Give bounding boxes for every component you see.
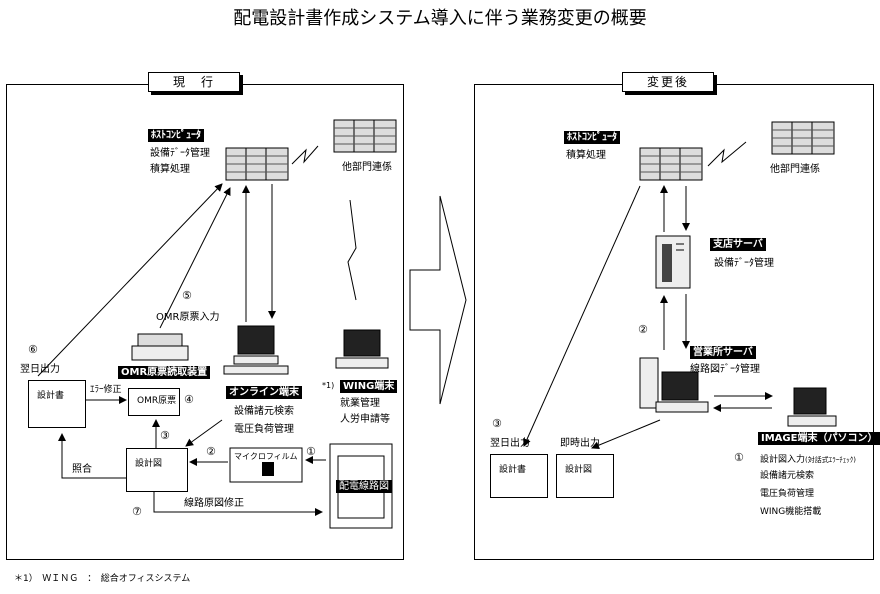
- before-other-dept-label: 他部門連係: [342, 162, 392, 173]
- omr-sheet-box: OMR原票: [128, 388, 180, 416]
- after-host-line1: 積算処理: [566, 150, 606, 161]
- after-num-1: ①: [734, 451, 744, 464]
- before-design-drawing-label: 設計図: [135, 459, 163, 469]
- branch-server-icon: [655, 235, 691, 289]
- branch-server-func: 設備ﾃﾞｰﾀ管理: [714, 258, 774, 269]
- before-host-badge: ﾎｽﾄｺﾝﾋﾟｭｰﾀ: [148, 129, 204, 142]
- after-other-dept-label: 他部門連係: [770, 164, 820, 175]
- omr-device-label: OMR原票読取装置: [118, 366, 211, 379]
- after-tab: 変更後: [622, 72, 714, 92]
- omr-sheet-label: OMR原票: [137, 396, 177, 406]
- after-host-badge: ﾎｽﾄｺﾝﾋﾟｭｰﾀ: [564, 131, 620, 144]
- after-other-dept-icon: [771, 121, 835, 155]
- office-server-func: 線路図ﾃﾞｰﾀ管理: [690, 364, 760, 375]
- online-terminal-icon: [223, 325, 289, 375]
- error-fix-label: ｴﾗｰ修正: [90, 385, 122, 395]
- route-fix-label: 線路原図修正: [184, 498, 244, 509]
- before-num-4: ④: [184, 393, 194, 406]
- before-other-dept-icon: [333, 119, 397, 153]
- after-next-day-output: 翌日出力: [490, 438, 530, 449]
- before-num-6: ⑥: [28, 343, 38, 356]
- image-func-1-note: (対話式ｴﾗｰﾁｪｯｸ): [805, 456, 856, 464]
- wing-terminal-label: WING端末: [340, 380, 398, 393]
- after-host-computer-icon: [639, 147, 703, 181]
- distribution-map-label: 配電線路図: [336, 480, 392, 493]
- after-instant-output: 即時出力: [560, 438, 600, 449]
- online-func-1: 設備諸元検索: [234, 406, 294, 417]
- image-terminal-label: IMAGE端末（パソコン）: [758, 432, 880, 445]
- before-tab: 現 行: [148, 72, 240, 92]
- before-host-computer-icon: [225, 147, 289, 181]
- after-design-drawing-box: 設計図: [556, 454, 614, 498]
- before-design-drawing-box: 設計図: [126, 448, 188, 492]
- image-func-3: 電圧負荷管理: [760, 489, 815, 499]
- image-func-2: 設備諸元検索: [760, 471, 815, 481]
- microfilm-label: マイクロフィルム: [234, 452, 298, 461]
- before-design-doc-box: 設計書: [28, 380, 86, 428]
- wing-terminal-icon: [335, 329, 389, 369]
- before-num-5: ⑤: [182, 289, 192, 302]
- office-server-icon: [639, 357, 709, 413]
- footnote: ＊1） ＷＩＮＧ ： 総合オフィスシステム: [14, 574, 191, 584]
- omr-input-label: OMR原票入力: [156, 312, 220, 323]
- page-title: 配電設計書作成システム導入に伴う業務変更の概要: [233, 8, 647, 29]
- after-design-doc-label: 設計書: [499, 465, 527, 475]
- image-func-1: 設計図入力(対話式ｴﾗｰﾁｪｯｸ): [760, 454, 856, 466]
- before-design-doc-label: 設計書: [37, 391, 65, 401]
- after-design-doc-box: 設計書: [490, 454, 548, 498]
- branch-server-label: 支店サーバ: [710, 238, 766, 251]
- after-design-drawing-label: 設計図: [565, 465, 593, 475]
- before-num-2: ②: [206, 445, 216, 458]
- before-num-3: ③: [160, 429, 170, 442]
- online-func-2: 電圧負荷管理: [234, 424, 294, 435]
- before-host-line1: 設備ﾃﾞｰﾀ管理: [150, 148, 210, 159]
- omr-reader-icon: [131, 333, 189, 361]
- wing-func-2: 人労申請等: [340, 414, 390, 425]
- collation-label: 照合: [72, 464, 92, 475]
- after-num-2: ②: [638, 323, 648, 336]
- after-num-3: ③: [492, 417, 502, 430]
- wing-func-1: 就業管理: [340, 398, 380, 409]
- office-server-label: 営業所サーバ: [690, 346, 756, 359]
- before-host-line2: 積算処理: [150, 164, 190, 175]
- before-next-day-output: 翌日出力: [20, 364, 60, 375]
- before-num-1: ①: [306, 445, 316, 458]
- wing-note: *1): [322, 381, 335, 390]
- image-func-1-main: 設計図入力: [760, 455, 806, 465]
- online-terminal-label: オンライン端末: [226, 386, 302, 399]
- before-num-7: ⑦: [132, 505, 142, 518]
- image-func-4: WING機能搭載: [760, 507, 822, 517]
- image-terminal-icon: [787, 387, 837, 427]
